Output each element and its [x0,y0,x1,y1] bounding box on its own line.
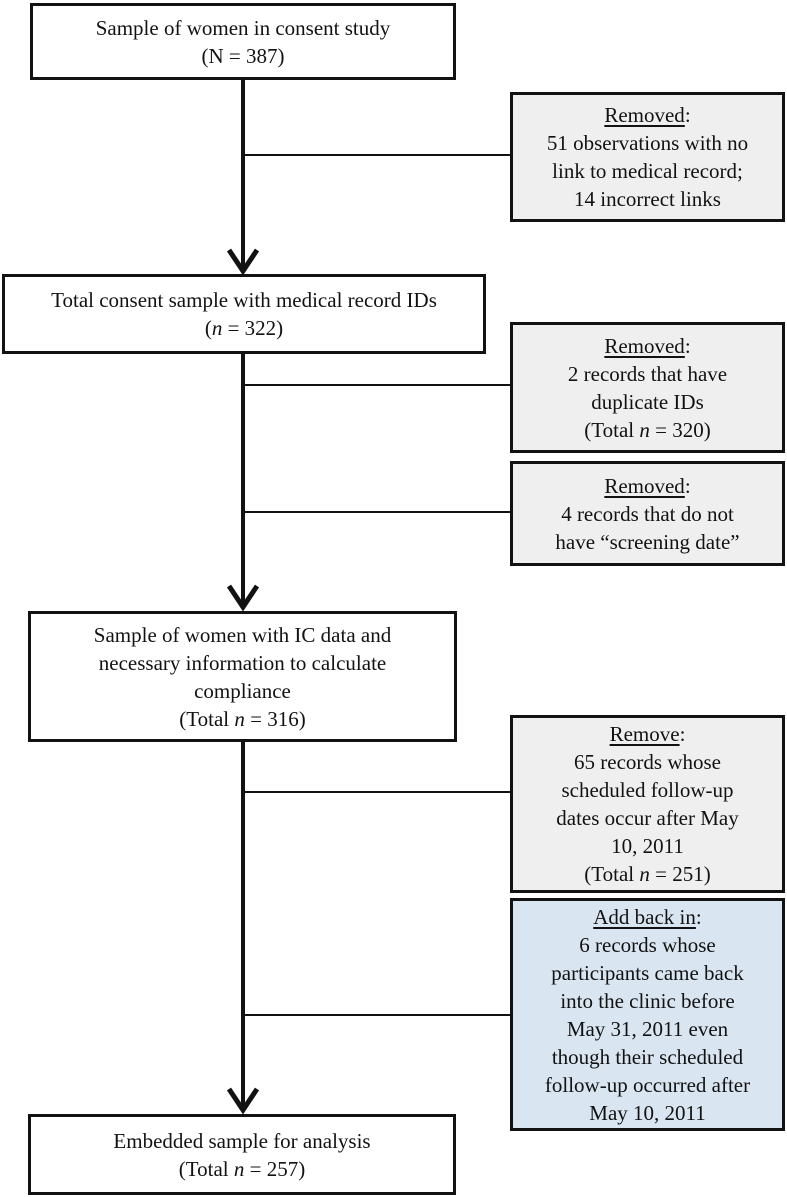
sidebox-text-line: May 31, 2011 even [566,1016,729,1041]
italic-n: n [211,316,223,340]
sidebox-text-line: scheduled follow-up [561,778,734,802]
box-consent-sample-with-mrids: Total consent sample with medical record… [2,274,486,354]
box-ic-data-sample: Sample of women with IC data and necessa… [28,611,457,742]
sidebox-heading: Add back in: [593,904,702,929]
sidebox-text-line: 6 records whose [579,932,716,957]
sidebox-text-line: 2 records that have [567,361,728,386]
sidebox-text-line: 65 records whose [574,750,721,774]
sidebox-text-line: have “screening date” [555,529,740,554]
box-text-line: compliance [194,678,291,703]
sidebox-removed-no-link: Removed: 51 observations with no link to… [510,92,785,222]
sidebox-count: (Total n = 251) [584,862,711,886]
sidebox-text-line: May 10, 2011 [589,1100,706,1125]
sidebox-removed-duplicate-ids: Removed: 2 records that have duplicate I… [510,322,785,453]
sidebox-text-line: link to medical record; [552,159,743,183]
sidebox-text-line: duplicate IDs [591,389,704,414]
sidebox-heading: Removed: [604,473,691,498]
sidebox-remove-followup-after-may10: Remove: 65 records whose scheduled follo… [510,715,785,893]
box-count: (Total n = 316) [179,706,306,731]
sidebox-count: (Total n = 320) [584,417,711,442]
sidebox-heading: Remove: [609,722,686,746]
box-count: (N = 387) [201,43,285,68]
italic-n: n [639,417,650,442]
sidebox-text-line: follow-up occurred after [544,1072,751,1097]
sidebox-heading: Removed: [604,333,691,358]
box-count: (Total n = 257) [178,1156,306,1181]
italic-n: n [234,706,245,731]
box-consent-study-sample: Sample of women in consent study (N = 38… [30,3,456,80]
box-embedded-analysis-sample: Embedded sample for analysis (Total n = … [28,1114,456,1195]
sidebox-removed-no-screening-date: Removed: 4 records that do not have “scr… [510,461,785,566]
sidebox-text-line: 10, 2011 [611,834,684,858]
arrow-head-3 [226,1087,260,1115]
sidebox-text-line: 4 records that do not [561,501,734,526]
arrow-head-1 [226,248,260,276]
sidebox-text-line: 14 incorrect links [574,187,721,211]
sidebox-heading: Removed: [604,103,691,127]
sidebox-text-line: into the clinic before [560,988,735,1013]
arrow-head-2 [226,584,260,612]
italic-n: n [639,862,650,886]
sidebox-text-line: dates occur after May [556,806,739,830]
sidebox-add-back-in: Add back in: 6 records whose participant… [510,898,785,1131]
sidebox-text-line: though their scheduled [551,1044,744,1069]
box-text-line: Sample of women in consent study [95,15,391,40]
italic-n: n [233,1156,245,1181]
box-text-line: Embedded sample for analysis [113,1128,371,1153]
box-text-line: necessary information to calculate [98,650,387,675]
box-text-line: Total consent sample with medical record… [51,288,437,312]
box-count: (n = 322) [204,316,284,340]
sidebox-text-line: 51 observations with no [546,131,749,155]
sidebox-text-line: participants came back [551,960,744,985]
box-text-line: Sample of women with IC data and [93,622,392,647]
